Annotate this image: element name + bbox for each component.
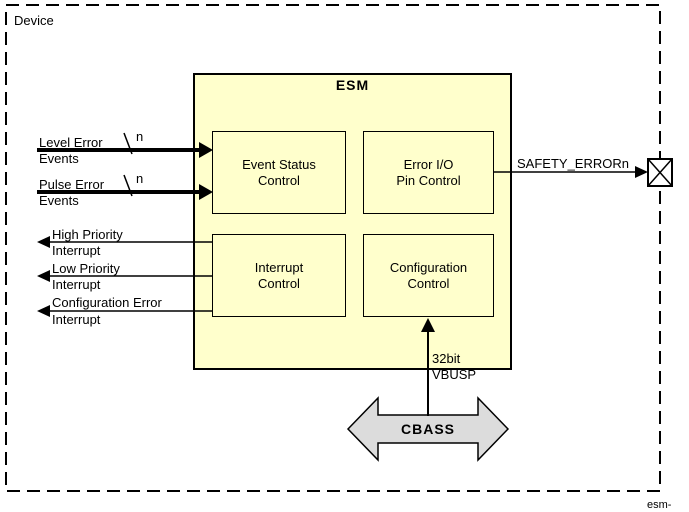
low-priority-interrupt-label-line1: Low Priority: [52, 261, 120, 276]
interrupt-control-label-line1: Interrupt: [254, 259, 304, 275]
esm-title: ESM: [335, 77, 370, 93]
event-status-control-label-line1: Event Status: [242, 156, 316, 172]
pulse-error-label-line2: Events: [39, 193, 79, 208]
interrupt-control-label-line2: Control: [258, 275, 300, 291]
figure-id-label: esm-006: [647, 499, 672, 512]
configuration-control-label-line2: Control: [407, 275, 450, 291]
device-label: Device: [14, 13, 54, 28]
safety-error-signal-label: SAFETY_ERRORn: [517, 156, 629, 171]
vbusp-width-label-line1: 32bit: [432, 351, 461, 366]
high-priority-interrupt-label-line1: High Priority: [52, 227, 123, 242]
cbass-bus-label: CBASS: [400, 421, 455, 437]
pin-box-x-diagonal-1: [647, 158, 673, 187]
interrupt-control-block: Interrupt Control: [212, 234, 346, 317]
event-status-control-block: Event Status Control: [212, 131, 346, 214]
pin-box-x-diagonal-2: [647, 158, 673, 187]
level-error-bus-width-slash-icon: [123, 132, 133, 155]
error-io-pin-control-label-line2: Pin Control: [396, 172, 461, 188]
low-priority-interrupt-label-line2: Interrupt: [52, 277, 101, 292]
level-error-label-line2: Events: [39, 151, 79, 166]
pulse-error-bus-width-label: n: [136, 171, 144, 186]
event-status-control-label-line2: Control: [258, 172, 300, 188]
level-error-label-line1: Level Error: [39, 135, 103, 150]
safety-error-arrowhead-icon: [635, 166, 648, 178]
high-priority-interrupt-arrowhead-icon: [37, 236, 50, 248]
configuration-error-interrupt-label-line1: Configuration Error: [52, 295, 162, 310]
vbusp-width-label-line2: VBUSP: [432, 367, 477, 382]
high-priority-interrupt-label-line2: Interrupt: [52, 243, 101, 258]
error-io-pin-control-block: Error I/O Pin Control: [363, 131, 494, 214]
pulse-error-bus-width-slash-icon: [123, 174, 133, 197]
configuration-control-block: Configuration Control: [363, 234, 494, 317]
configuration-error-interrupt-arrowhead-icon: [37, 305, 50, 317]
error-io-pin-control-label-line1: Error I/O: [403, 156, 454, 172]
level-error-bus-width-label: n: [136, 129, 144, 144]
configuration-control-label-line1: Configuration: [389, 259, 468, 275]
safety-error-pin-box: [647, 158, 673, 187]
low-priority-interrupt-arrowhead-icon: [37, 270, 50, 282]
pulse-error-label-line1: Pulse Error: [39, 177, 105, 192]
esm-module-box: [193, 73, 512, 370]
configuration-error-interrupt-label-line2: Interrupt: [52, 312, 101, 327]
